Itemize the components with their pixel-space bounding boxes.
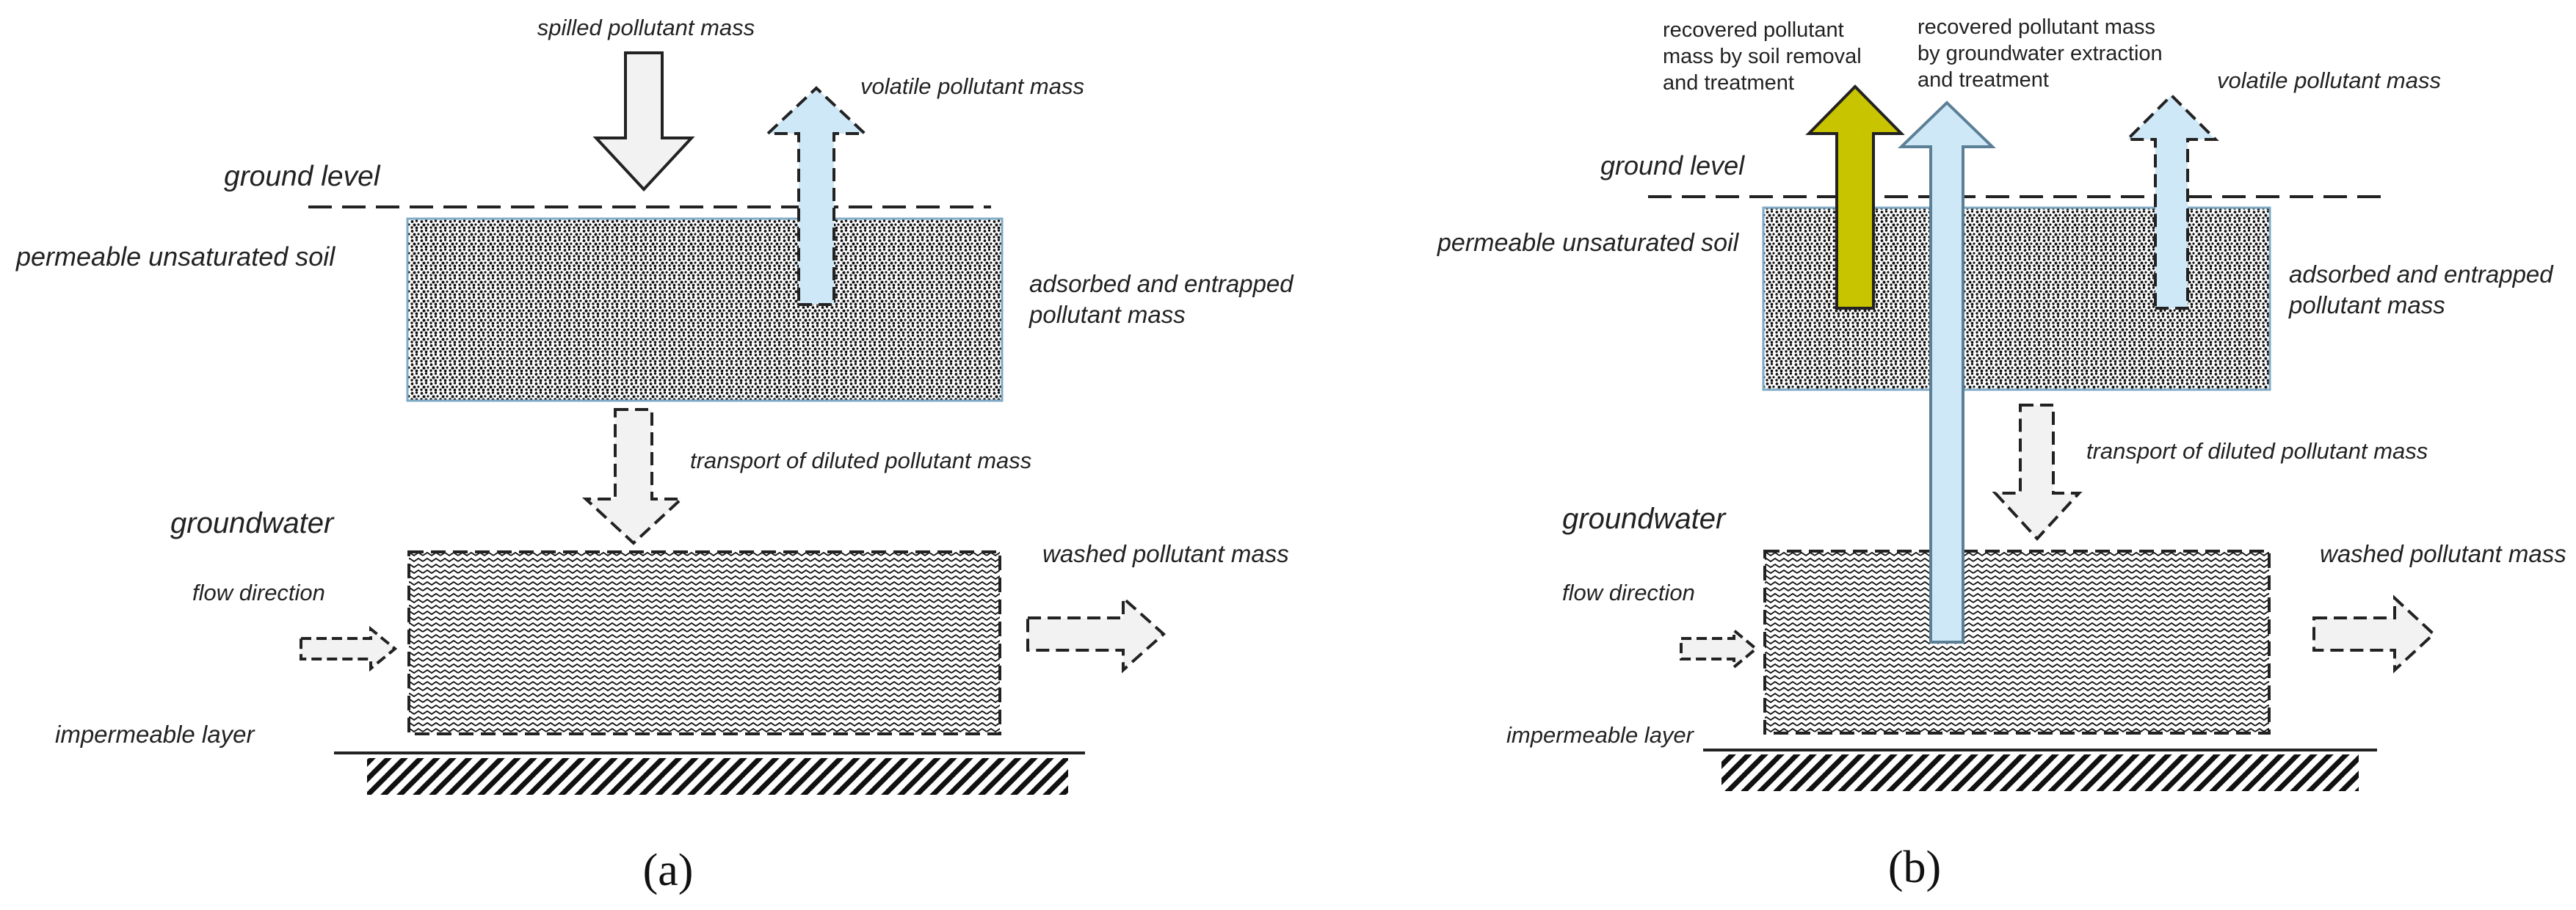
groundwater-label: groundwater <box>1562 503 1727 535</box>
flow-direction-label: flow direction <box>1562 580 1695 605</box>
volatile-mass-label: volatile pollutant mass <box>2217 68 2441 93</box>
soil-removal-label-line2: mass by soil removal <box>1663 45 1862 68</box>
adsorbed-mass-label-line1: adsorbed and entrapped <box>2289 261 2554 288</box>
transport-mass-label: transport of diluted pollutant mass <box>690 448 1031 473</box>
panel-a-caption: (a) <box>643 845 694 895</box>
spilled-mass-label: spilled pollutant mass <box>537 15 755 40</box>
washed-mass-label: washed pollutant mass <box>2320 540 2566 567</box>
panel-a: spilled pollutant mass volatile pollutan… <box>15 15 1294 895</box>
washed-mass-arrow <box>2312 594 2436 674</box>
transport-mass-label: transport of diluted pollutant mass <box>2086 438 2428 464</box>
adsorbed-mass-label-line2: pollutant mass <box>2288 291 2445 318</box>
ground-level-label: ground level <box>224 161 381 192</box>
impermeable-hatch <box>367 758 1068 795</box>
spilled-mass-arrow <box>592 51 695 192</box>
volatile-mass-arrow <box>763 86 869 306</box>
flow-direction-label: flow direction <box>192 580 325 605</box>
impermeable-layer-label: impermeable layer <box>55 721 255 748</box>
soil-removal-label-line1: recovered pollutant <box>1663 18 1844 42</box>
adsorbed-mass-label-line1: adsorbed and entrapped <box>1029 270 1294 297</box>
groundwater-extraction-label-line1: recovered pollutant mass <box>1918 15 2155 39</box>
panel-b: recovered pollutant mass by soil removal… <box>1437 15 2566 892</box>
groundwater-extraction-arrow <box>1898 101 1996 644</box>
unsaturated-soil-label: permeable unsaturated soil <box>1437 229 1740 257</box>
adsorbed-mass-label-line2: pollutant mass <box>1028 301 1186 328</box>
unsaturated-soil-block <box>406 217 1004 402</box>
soil-removal-label-line3: and treatment <box>1663 71 1794 95</box>
impermeable-layer-label: impermeable layer <box>1506 722 1695 748</box>
ground-level-label: ground level <box>1600 150 1745 181</box>
impermeable-hatch <box>1721 754 2359 791</box>
groundwater-label: groundwater <box>170 507 335 539</box>
soil-removal-recovery-arrow <box>1805 84 1905 310</box>
unsaturated-soil-label: permeable unsaturated soil <box>15 241 335 272</box>
washed-mass-arrow <box>1026 594 1167 674</box>
volatile-mass-arrow <box>2124 93 2219 310</box>
groundwater-extraction-label-line3: and treatment <box>1918 68 2049 92</box>
groundwater-block <box>407 550 1001 735</box>
flow-direction-arrow <box>300 625 398 672</box>
panel-b-caption: (b) <box>1888 842 1941 892</box>
transport-mass-arrow <box>1992 404 2083 541</box>
volatile-mass-label: volatile pollutant mass <box>860 73 1084 99</box>
groundwater-extraction-label-line2: by groundwater extraction <box>1918 42 2163 65</box>
transport-mass-arrow <box>581 408 686 545</box>
washed-mass-label: washed pollutant mass <box>1042 540 1289 567</box>
groundwater-block <box>1763 550 2271 735</box>
flow-direction-arrow <box>1680 627 1759 671</box>
